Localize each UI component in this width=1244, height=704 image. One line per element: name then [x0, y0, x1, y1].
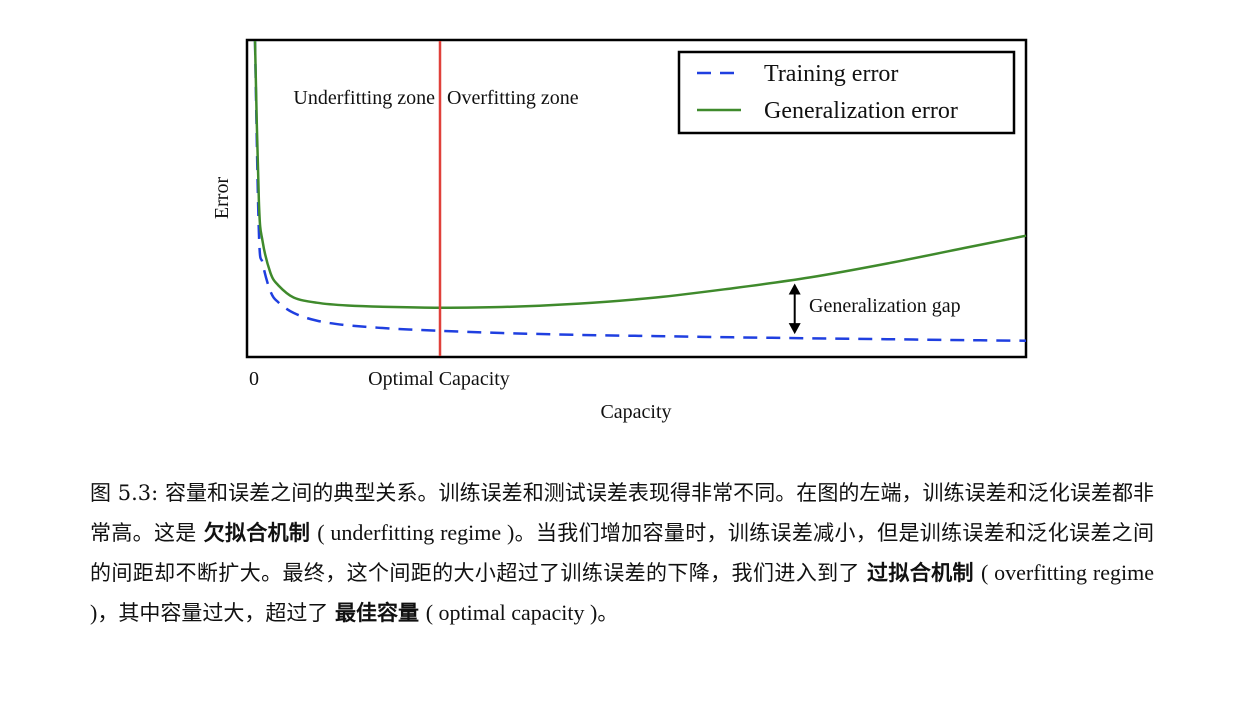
caption-term-underfitting-en: ( underfitting regime )	[317, 520, 515, 545]
caption-prefix: 图 5.3: 容量和误差之间的典型关系。训练误差和测试误差表现得非常不同。在图的…	[90, 481, 1154, 545]
plot-frame	[245, 38, 1028, 359]
gap-arrow-head-top	[788, 283, 801, 295]
gap-arrow-head-bottom	[788, 323, 801, 335]
caption-term-optimal-capacity-en: ( optimal capacity )	[425, 600, 598, 625]
legend-box	[677, 50, 1016, 135]
series-layer	[253, 40, 1027, 342]
y-axis-label: Error	[211, 177, 233, 220]
underfitting-zone-label: Underfitting zone	[293, 87, 435, 109]
x-axis-label: Capacity	[600, 401, 671, 423]
caption-term-overfitting-en: ( overfitting regime )	[90, 560, 1154, 625]
caption-term-underfitting: 欠拟合机制	[203, 521, 311, 545]
generalization-error-line	[253, 40, 1027, 309]
caption-middle-2: ，其中容量过大，超过了	[97, 601, 329, 625]
overfitting-zone-label: Overfitting zone	[447, 87, 579, 109]
legend-label-training: Training error	[764, 61, 898, 87]
caption-term-overfitting: 过拟合机制	[866, 561, 974, 585]
legend: Training error Generalization error	[677, 50, 1016, 135]
figure-caption: 图 5.3: 容量和误差之间的典型关系。训练误差和测试误差表现得非常不同。在图的…	[90, 474, 1154, 633]
training-error-line	[253, 40, 1027, 342]
legend-label-generalization: Generalization error	[764, 98, 958, 124]
capacity-error-chart: Error Capacity 0 Optimal Capacity Underf…	[211, 38, 1028, 423]
gap-label: Generalization gap	[809, 295, 961, 317]
caption-suffix: 。	[597, 601, 619, 625]
caption-middle-1: 。当我们增加容量时，训练误差减小，但是训练误差和泛化误差之间的间距却不断扩大。最…	[90, 521, 1155, 585]
generalization-gap-annotation: Generalization gap	[788, 283, 961, 335]
x-tick-label-optimal-capacity: Optimal Capacity	[368, 368, 510, 390]
x-tick-label-zero: 0	[249, 368, 259, 390]
caption-term-optimal-capacity: 最佳容量	[335, 601, 420, 625]
